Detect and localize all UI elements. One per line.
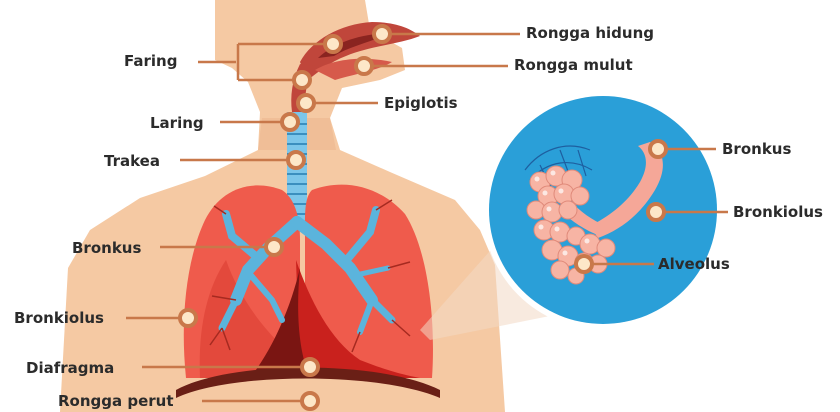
marker-epiglotis [298,95,314,111]
label-faring: Faring [124,52,177,70]
label-rongga-perut: Rongga perut [58,392,174,410]
label-epiglotis: Epiglotis [384,94,458,112]
label-diafragma: Diafragma [26,359,114,377]
marker-bronkiolus-left [180,310,196,326]
marker-bronkus-inset [650,141,666,157]
marker-rongga-hidung [374,26,390,42]
label-alveolus: Alveolus [658,255,730,273]
inset-circle [489,96,717,324]
label-bronkiolus-inset: Bronkiolus [733,203,823,221]
label-bronkus-left: Bronkus [72,239,141,257]
label-laring: Laring [150,114,204,132]
marker-bronkus-left [266,239,282,255]
marker-rongga-perut [302,393,318,409]
label-bronkiolus-left: Bronkiolus [14,309,104,327]
label-trakea: Trakea [104,152,160,170]
marker-trakea [288,152,304,168]
marker-faring-lower [294,72,310,88]
marker-rongga-mulut [356,58,372,74]
label-bronkus-inset: Bronkus [722,140,791,158]
label-rongga-mulut: Rongga mulut [514,56,633,74]
label-rongga-hidung: Rongga hidung [526,24,654,42]
marker-alveolus [576,256,592,272]
marker-laring [282,114,298,130]
marker-bronkiolus-inset [648,204,664,220]
marker-faring [325,36,341,52]
lungs [184,185,433,378]
marker-diafragma [302,359,318,375]
